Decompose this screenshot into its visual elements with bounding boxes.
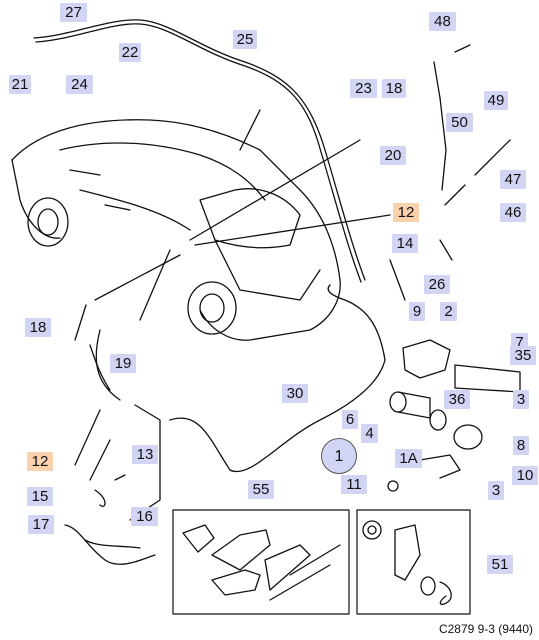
callout-11[interactable]: 11 (341, 475, 367, 494)
car-outline (11, 119, 341, 341)
callout-18-left[interactable]: 18 (25, 318, 51, 337)
callout-13[interactable]: 13 (132, 445, 158, 464)
callout-46[interactable]: 46 (500, 203, 526, 222)
callout-35[interactable]: 35 (510, 346, 536, 365)
callout-6[interactable]: 6 (342, 410, 358, 429)
callout-50[interactable]: 50 (446, 113, 473, 132)
callout-26[interactable]: 26 (424, 275, 450, 294)
callout-19[interactable]: 19 (110, 354, 136, 373)
callout-10[interactable]: 10 (512, 466, 538, 485)
callout-36[interactable]: 36 (444, 390, 470, 409)
callout-8[interactable]: 8 (513, 436, 529, 455)
callout-48[interactable]: 48 (429, 12, 456, 31)
callout-25[interactable]: 25 (233, 30, 257, 49)
callout-17[interactable]: 17 (28, 515, 54, 534)
kit-box-51 (356, 509, 471, 615)
callout-27[interactable]: 27 (60, 3, 87, 22)
callout-14[interactable]: 14 (392, 234, 418, 253)
callout-2[interactable]: 2 (440, 302, 457, 321)
callout-18-top[interactable]: 18 (382, 79, 406, 98)
callout-30[interactable]: 30 (282, 384, 308, 403)
callout-3-upper[interactable]: 3 (513, 390, 529, 409)
kit-box-55 (172, 509, 350, 615)
callout-51[interactable]: 51 (487, 555, 513, 574)
diagram-code: C2879 9-3 (9440) (438, 622, 533, 636)
callout-12-right[interactable]: 12 (393, 203, 419, 222)
callout-20[interactable]: 20 (380, 146, 406, 165)
callout-4[interactable]: 4 (361, 424, 378, 443)
callout-9[interactable]: 9 (409, 302, 425, 321)
callout-3-lower[interactable]: 3 (488, 481, 504, 500)
callout-47[interactable]: 47 (500, 170, 526, 189)
callout-21[interactable]: 21 (9, 75, 31, 94)
callout-1A[interactable]: 1A (395, 449, 422, 468)
callout-16[interactable]: 16 (131, 507, 158, 526)
assembly-circle-1[interactable]: 1 (321, 438, 357, 474)
callout-12-left[interactable]: 12 (27, 452, 53, 471)
callout-24[interactable]: 24 (66, 75, 93, 94)
callout-15[interactable]: 15 (27, 487, 53, 506)
callout-23[interactable]: 23 (350, 79, 377, 98)
callout-49[interactable]: 49 (484, 91, 508, 110)
callout-22[interactable]: 22 (119, 43, 141, 62)
cable-top (33, 19, 366, 281)
callout-55[interactable]: 55 (248, 480, 274, 499)
